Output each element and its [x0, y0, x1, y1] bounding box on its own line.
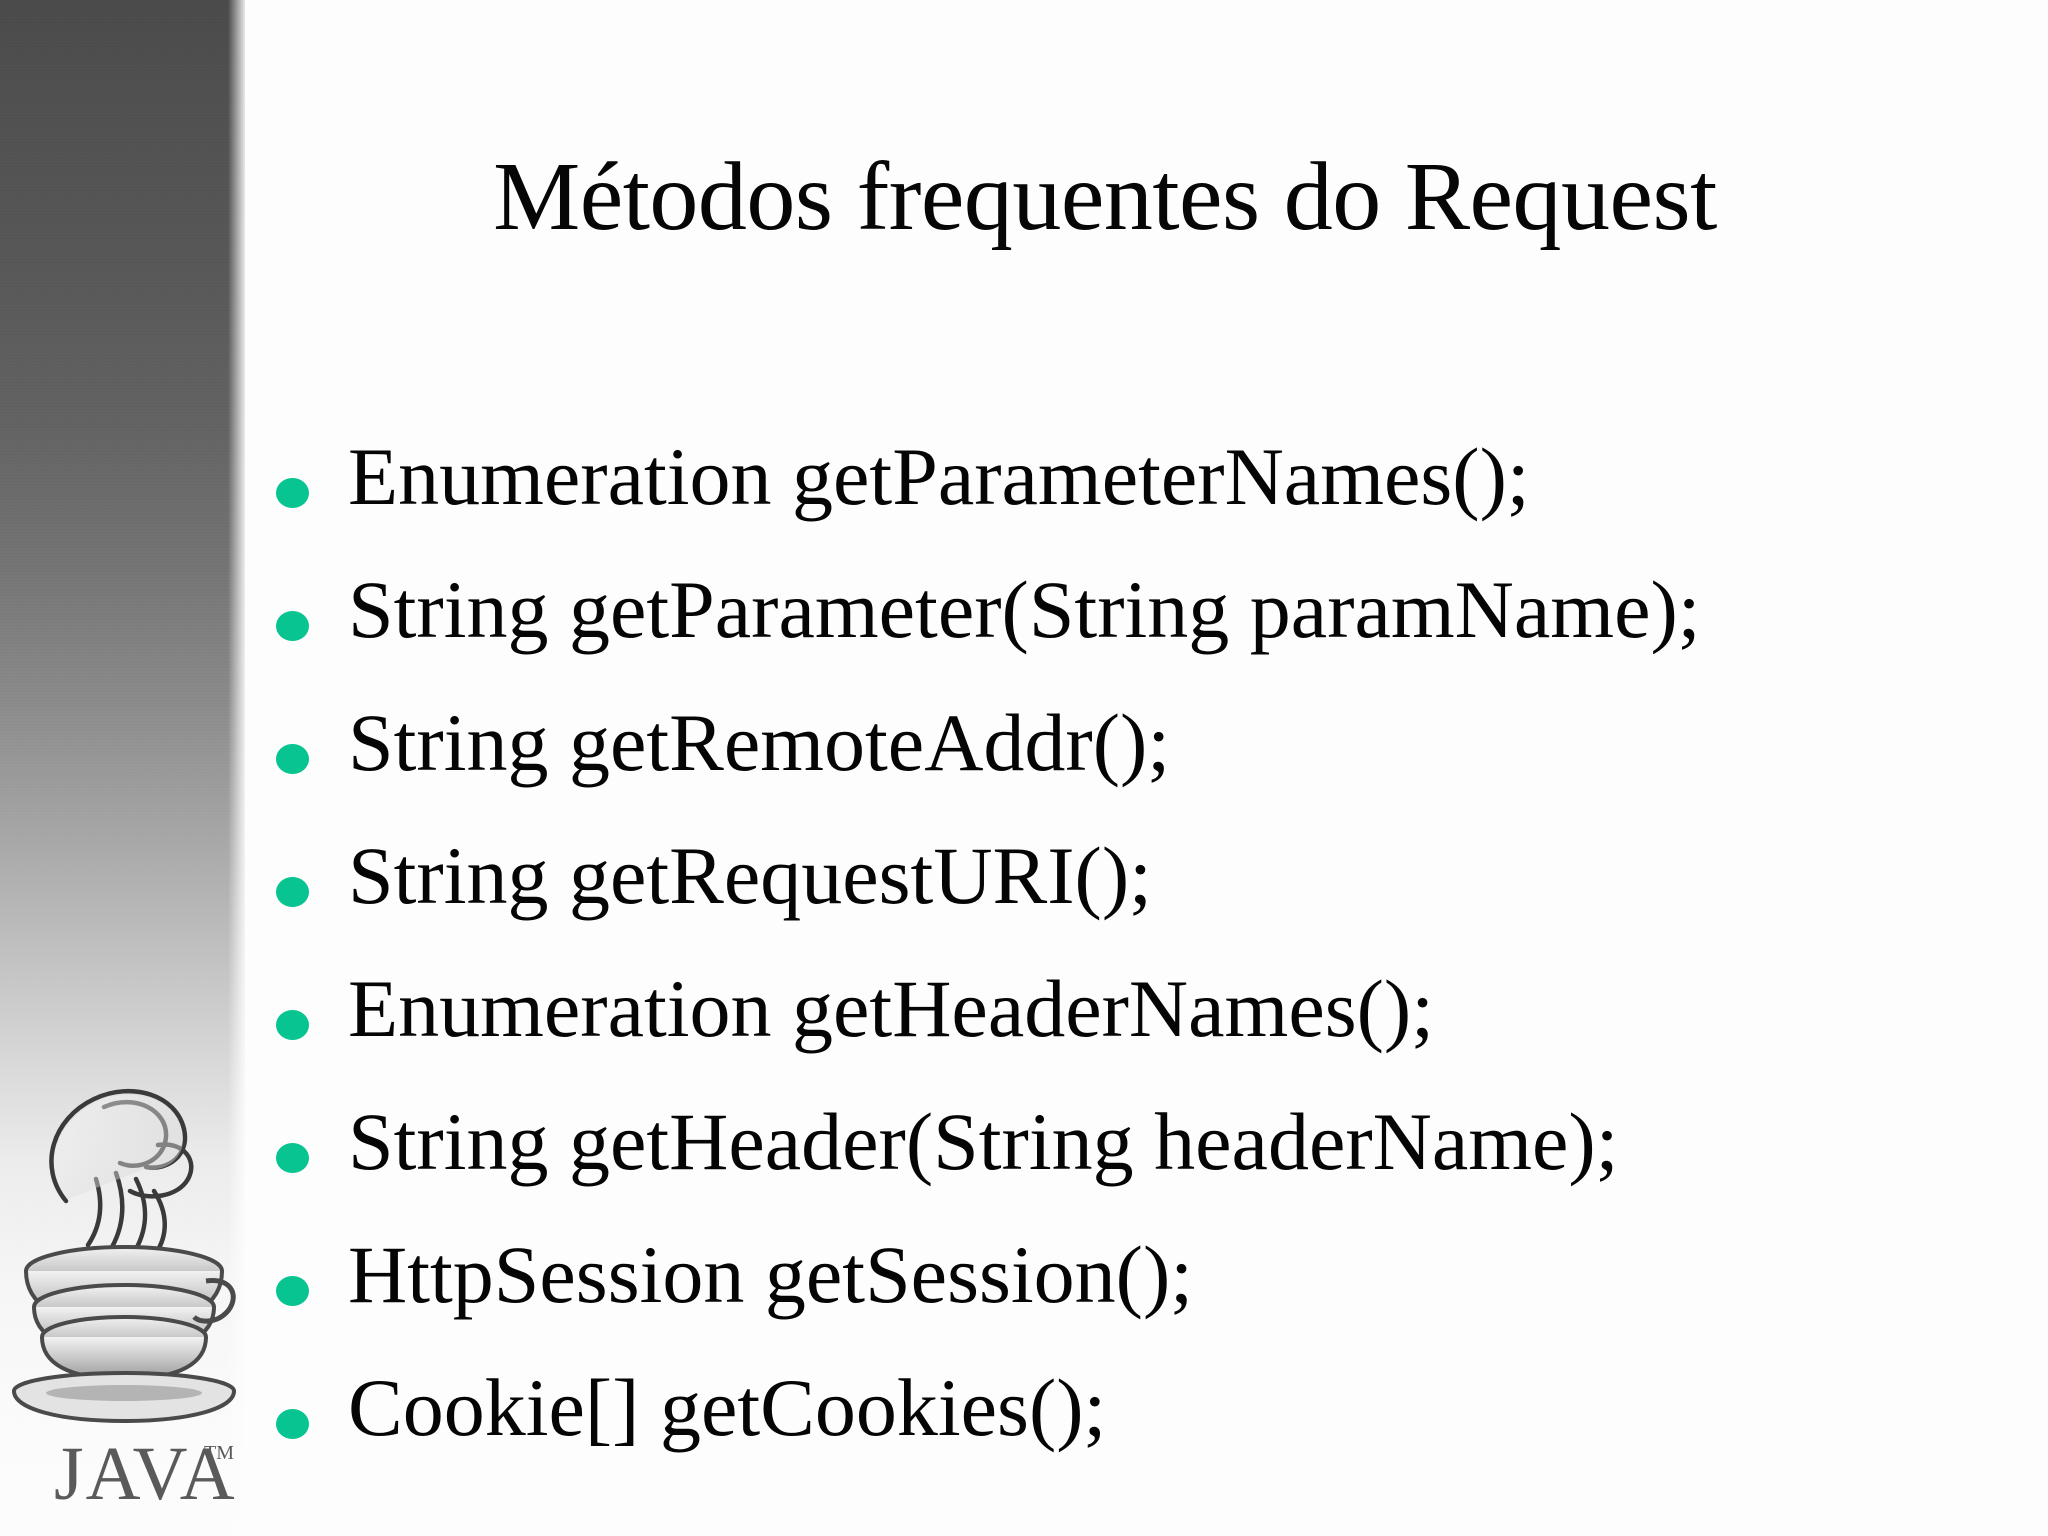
- bullet-dot-icon: [276, 611, 309, 641]
- bullet-dot-icon: [276, 1010, 309, 1040]
- java-wordmark: JAVA: [54, 1432, 237, 1516]
- list-item-label: String getHeader(String headerName);: [348, 1096, 1619, 1187]
- slide-title: Métodos frequentes do Request: [493, 143, 1717, 251]
- list-item-label: String getRemoteAddr();: [348, 697, 1171, 788]
- list-item: Enumeration getHeaderNames();: [268, 962, 2008, 1095]
- list-item-label: HttpSession getSession();: [348, 1229, 1194, 1320]
- list-item: String getParameter(String paramName);: [268, 563, 2008, 696]
- bullet-dot-icon: [276, 478, 309, 508]
- list-item-label: Enumeration getHeaderNames();: [348, 963, 1435, 1054]
- list-item: String getRequestURI();: [268, 829, 2008, 962]
- list-item: String getHeader(String headerName);: [268, 1095, 2008, 1228]
- list-item-label: Enumeration getParameterNames();: [348, 431, 1530, 522]
- list-item: String getRemoteAddr();: [268, 696, 2008, 829]
- list-item: Cookie[] getCookies();: [268, 1361, 2008, 1494]
- bullet-dot-icon: [276, 1409, 309, 1439]
- java-trademark-symbol: TM: [204, 1442, 234, 1464]
- list-item: HttpSession getSession();: [268, 1228, 2008, 1361]
- java-logo: JAVA TM: [8, 1075, 240, 1525]
- list-item-label: String getParameter(String paramName);: [348, 564, 1701, 655]
- bullet-dot-icon: [276, 877, 309, 907]
- bullet-dot-icon: [276, 1276, 309, 1306]
- bullet-list: Enumeration getParameterNames(); String …: [268, 430, 2008, 1494]
- list-item-label: String getRequestURI();: [348, 830, 1152, 921]
- list-item-label: Cookie[] getCookies();: [348, 1362, 1107, 1453]
- bullet-dot-icon: [276, 1143, 309, 1173]
- bullet-dot-icon: [276, 744, 309, 774]
- list-item: Enumeration getParameterNames();: [268, 430, 2008, 563]
